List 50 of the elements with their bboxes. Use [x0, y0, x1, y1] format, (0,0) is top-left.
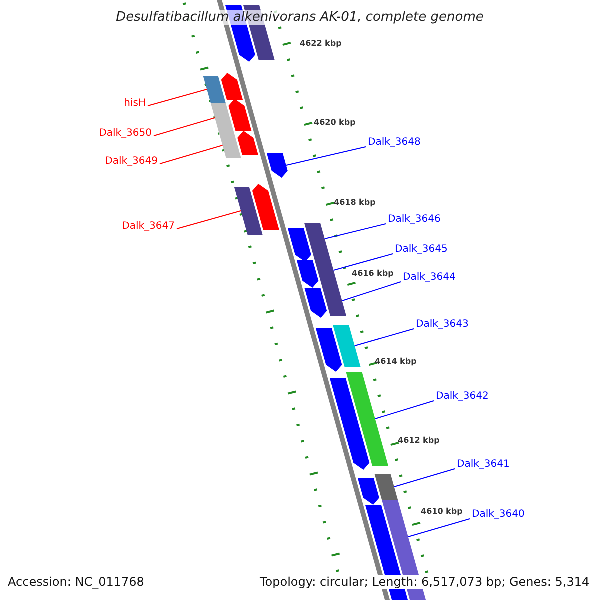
footer-text: Topology: circular; Length: 6,517,073 bp; Genes: 5,314: [260, 575, 590, 589]
gene-block: [228, 99, 252, 131]
leader-line: [374, 400, 434, 420]
leader-line: [333, 254, 394, 271]
scale-label: 4614 kbp: [375, 357, 417, 367]
leader-line: [148, 89, 208, 106]
footer-text: Accession: NC_011768: [8, 575, 144, 589]
gene-block: [266, 153, 288, 178]
gene-label: Dalk_3642: [436, 391, 489, 403]
scale-label: 4622 kbp: [300, 39, 342, 49]
leader-line: [342, 282, 402, 302]
gene-label: hisH: [124, 98, 146, 110]
leader-line: [176, 210, 242, 230]
gene-label: Dalk_3646: [388, 214, 441, 226]
gene-label: Dalk_3644: [403, 272, 456, 284]
leader-line: [154, 118, 216, 136]
gene-box: [322, 286, 346, 316]
gene-block: [304, 288, 328, 318]
gene-label: Dalk_3640: [472, 509, 525, 521]
gene-block: [358, 478, 380, 505]
leader-line: [286, 146, 366, 166]
gene-box: [219, 133, 242, 158]
leader-line: [324, 224, 386, 240]
gene-block: [252, 184, 280, 230]
gene-label: Dalk_3643: [416, 319, 469, 331]
gene-label: Dalk_3648: [368, 137, 421, 149]
scale-label: 4610 kbp: [421, 507, 463, 517]
title: Desulfatibacillum alkenivorans AK-01, complete genome: [116, 10, 484, 25]
gene-block: [221, 73, 243, 100]
leader-line: [408, 518, 470, 538]
leader-line: [354, 328, 414, 346]
gene-block: [288, 228, 312, 262]
gene-block: [296, 260, 319, 288]
gene-label: Dalk_3647: [122, 221, 175, 233]
leader-line: [394, 468, 456, 488]
gene-box: [203, 76, 226, 103]
gene-block: [238, 131, 258, 155]
gene-label: Dalk_3650: [99, 128, 152, 140]
gene-box: [374, 474, 398, 500]
scale-label: 4620 kbp: [314, 118, 356, 128]
leader-line: [160, 145, 224, 164]
gene-block: [316, 328, 342, 372]
gene-label: Dalk_3645: [395, 244, 448, 256]
scale-label: 4618 kbp: [334, 198, 376, 208]
gene-block: [330, 378, 370, 470]
gene-label: Dalk_3641: [457, 459, 510, 471]
gene-label: Dalk_3649: [105, 156, 158, 168]
gene-box: [210, 103, 234, 133]
scale-label: 4612 kbp: [398, 436, 440, 446]
scale-label: 4616 kbp: [352, 269, 394, 279]
